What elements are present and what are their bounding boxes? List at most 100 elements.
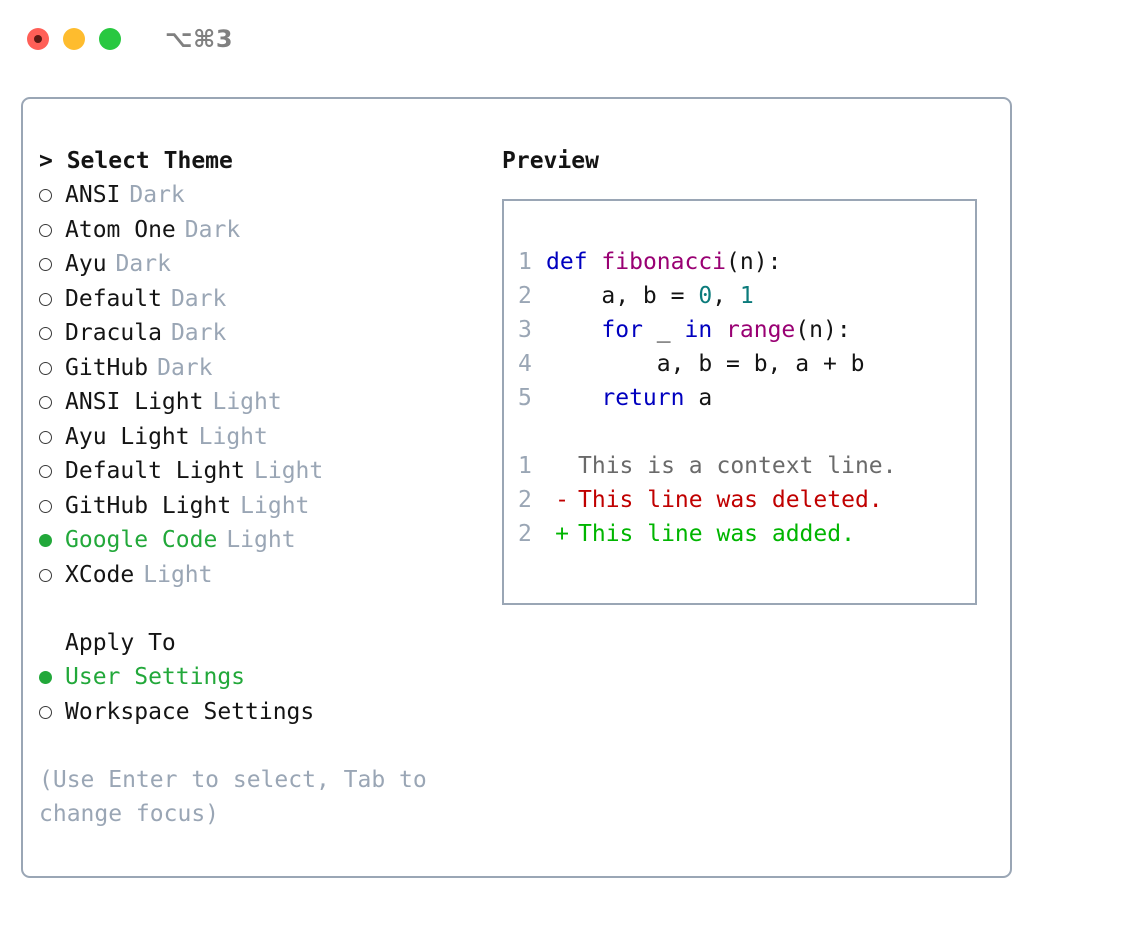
radio-unselected-icon[interactable] xyxy=(39,248,65,282)
diff-line-text: This line was added. xyxy=(578,521,855,547)
radio-selected-icon[interactable] xyxy=(39,524,65,558)
diff-marker: - xyxy=(555,487,569,513)
radio-unselected-icon[interactable] xyxy=(39,386,65,420)
code-line-number: 4 xyxy=(518,351,532,377)
code-line: 1 def fibonacci(n): xyxy=(518,245,969,279)
theme-option-label: Atom One xyxy=(65,216,176,243)
theme-option-kind: Dark xyxy=(157,354,213,381)
code-line-content: return a xyxy=(546,381,969,415)
code-line-content: for _ in range(n): xyxy=(546,313,969,347)
theme-option-ansi[interactable]: ANSI Dark xyxy=(39,178,489,213)
theme-option-default[interactable]: Default Dark xyxy=(39,282,489,317)
code-line: 5 return a xyxy=(518,381,969,415)
theme-option-dracula[interactable]: Dracula Dark xyxy=(39,316,489,351)
code-token-txt xyxy=(546,385,601,411)
radio-unselected-icon[interactable] xyxy=(39,558,65,592)
radio-unselected-icon[interactable] xyxy=(39,213,65,247)
maximize-button[interactable] xyxy=(99,28,121,50)
code-line: 3 for _ in range(n): xyxy=(518,313,969,347)
theme-option-kind: Light xyxy=(240,492,310,519)
radio-unselected-icon[interactable] xyxy=(39,489,65,523)
window-title: ⌥⌘3 xyxy=(165,25,234,53)
theme-option-kind: Dark xyxy=(129,182,185,208)
hint-spacer xyxy=(39,729,489,763)
code-line-content: a, b = 0, 1 xyxy=(546,279,969,313)
radio-selected-icon[interactable] xyxy=(39,661,65,695)
code-token-punc: (n): xyxy=(726,249,782,275)
radio-unselected-icon[interactable] xyxy=(39,695,65,729)
radio-unselected-icon[interactable] xyxy=(39,455,65,489)
code-line-number: 3 xyxy=(518,317,532,343)
diff-line-number: 2 xyxy=(518,487,532,513)
select-theme-header: > Select Theme xyxy=(39,148,233,174)
close-button[interactable] xyxy=(27,28,49,50)
theme-option-label: GitHub xyxy=(65,354,149,381)
theme-option-kind: Light xyxy=(212,389,282,415)
title-bar: ⌥⌘3 xyxy=(0,0,1140,78)
radio-unselected-icon[interactable] xyxy=(39,317,65,351)
theme-option-ansi-light[interactable]: ANSI Light Light xyxy=(39,385,489,420)
theme-option-ayu-light[interactable]: Ayu Light Light xyxy=(39,420,489,455)
code-line-content: def fibonacci(n): xyxy=(546,245,969,279)
preview-title: Preview xyxy=(502,148,599,174)
code-token-txt xyxy=(546,317,601,343)
code-line-number: 1 xyxy=(518,249,532,275)
theme-option-kind: Dark xyxy=(115,251,171,277)
code-token-kw: for xyxy=(601,317,643,343)
radio-unselected-icon[interactable] xyxy=(39,351,65,385)
code-token-fn: range xyxy=(726,317,796,343)
theme-option-kind: Dark xyxy=(170,285,227,312)
theme-option-kind: Dark xyxy=(184,216,241,243)
code-line: 2 a, b = 0, 1 xyxy=(518,279,969,313)
keyboard-hint-text: (Use Enter to select, Tab to change focu… xyxy=(39,767,441,827)
code-token-txt: a, b = b, a + b xyxy=(546,351,865,377)
theme-option-label: Ayu xyxy=(65,251,107,277)
radio-unselected-icon[interactable] xyxy=(39,179,65,213)
theme-option-label: Ayu Light xyxy=(65,423,190,450)
theme-option-label: ANSI Light xyxy=(65,389,204,415)
diff-sample: 1 This is a context line.2-This line was… xyxy=(518,449,969,551)
radio-unselected-icon[interactable] xyxy=(39,282,65,316)
code-line-content: a, b = b, a + b xyxy=(546,347,969,381)
theme-option-github-light[interactable]: GitHub Light Light xyxy=(39,489,489,524)
theme-option-kind: Dark xyxy=(170,320,227,346)
apply-to-option-user-settings[interactable]: User Settings xyxy=(39,660,489,695)
theme-option-kind: Light xyxy=(254,458,324,484)
diff-line-del: 2-This line was deleted. xyxy=(518,483,969,517)
minimize-button[interactable] xyxy=(63,28,85,50)
code-line-number: 2 xyxy=(518,283,532,309)
diff-line-number: 1 xyxy=(518,453,532,479)
apply-to-option-label: Workspace Settings xyxy=(65,698,315,725)
theme-option-label: Dracula xyxy=(65,320,162,346)
theme-option-github[interactable]: GitHub Dark xyxy=(39,351,489,386)
code-token-txt xyxy=(588,249,602,275)
apply-to-option-workspace-settings[interactable]: Workspace Settings xyxy=(39,695,489,730)
diff-marker: + xyxy=(555,521,569,547)
theme-option-label: Default Light xyxy=(65,458,246,484)
apply-to-option-label: User Settings xyxy=(65,664,246,690)
theme-option-ayu[interactable]: Ayu Dark xyxy=(39,247,489,282)
code-token-txt: _ xyxy=(642,317,685,343)
theme-option-label: Default xyxy=(65,285,162,312)
code-token-kw: in xyxy=(684,317,713,343)
theme-option-kind: Light xyxy=(226,527,296,553)
theme-option-atom-one[interactable]: Atom One Dark xyxy=(39,213,489,248)
diff-line-number: 2 xyxy=(518,521,532,547)
theme-option-default-light[interactable]: Default Light Light xyxy=(39,454,489,489)
code-token-kw: return xyxy=(601,385,685,411)
radio-unselected-icon[interactable] xyxy=(39,420,65,454)
theme-option-label: ANSI xyxy=(65,182,121,208)
theme-option-kind: Light xyxy=(198,423,268,450)
code-line: 4 a, b = b, a + b xyxy=(518,347,969,381)
theme-option-label: GitHub Light xyxy=(65,492,232,519)
diff-line-ctx: 1 This is a context line. xyxy=(518,449,969,483)
